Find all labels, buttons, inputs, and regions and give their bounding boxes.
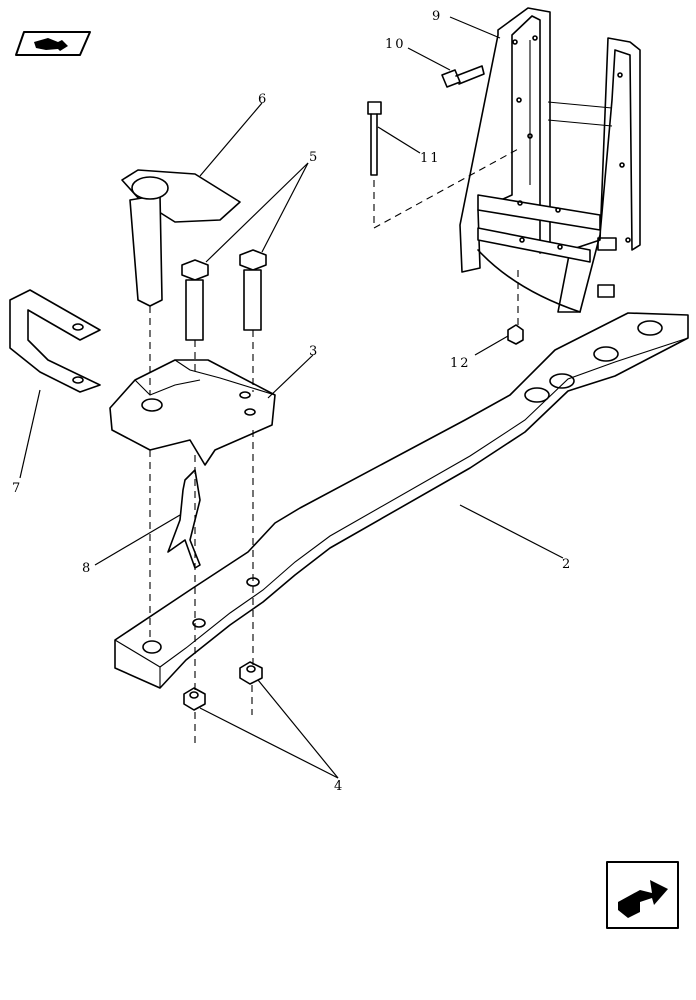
leader-4b	[257, 679, 339, 779]
leader-2	[459, 504, 564, 559]
nut-part-12	[507, 324, 524, 345]
leader-5b	[261, 162, 309, 253]
leader-4a	[199, 707, 339, 779]
leader-9	[449, 16, 501, 39]
hitch-frame-part-9	[459, 7, 641, 313]
callout-7: 7	[12, 481, 22, 496]
leader-10	[407, 47, 451, 71]
bolt-part-5b	[239, 249, 267, 331]
jaw-part-3	[109, 359, 276, 466]
forward-arrow-icon[interactable]	[606, 861, 679, 929]
callout-12: 12	[450, 356, 471, 371]
callout-2: 2	[562, 557, 572, 572]
callout-8: 8	[82, 561, 92, 576]
callout-10: 10	[385, 37, 406, 52]
callout-5: 5	[309, 150, 319, 165]
callout-6: 6	[258, 92, 268, 107]
nut-part-4b	[239, 661, 263, 685]
drawbar-part-2	[114, 312, 689, 689]
nut-part-4a	[183, 687, 206, 711]
leader-11	[377, 126, 421, 154]
leader-7	[19, 389, 41, 479]
bolt-part-5a	[181, 259, 209, 341]
leader-6	[199, 102, 263, 177]
callout-11: 11	[420, 151, 441, 166]
leader-5a	[205, 162, 309, 263]
bolt-part-10	[441, 65, 485, 88]
callout-3: 3	[309, 344, 319, 359]
callout-9: 9	[432, 9, 442, 24]
leader-3	[267, 354, 314, 399]
leader-12	[474, 335, 509, 356]
back-arrow-icon[interactable]	[15, 31, 91, 56]
bolt-part-11	[367, 101, 382, 176]
callout-4: 4	[334, 779, 344, 794]
leader-8	[94, 514, 181, 566]
strap-part-7	[9, 289, 101, 393]
pin-part-6	[121, 169, 241, 307]
